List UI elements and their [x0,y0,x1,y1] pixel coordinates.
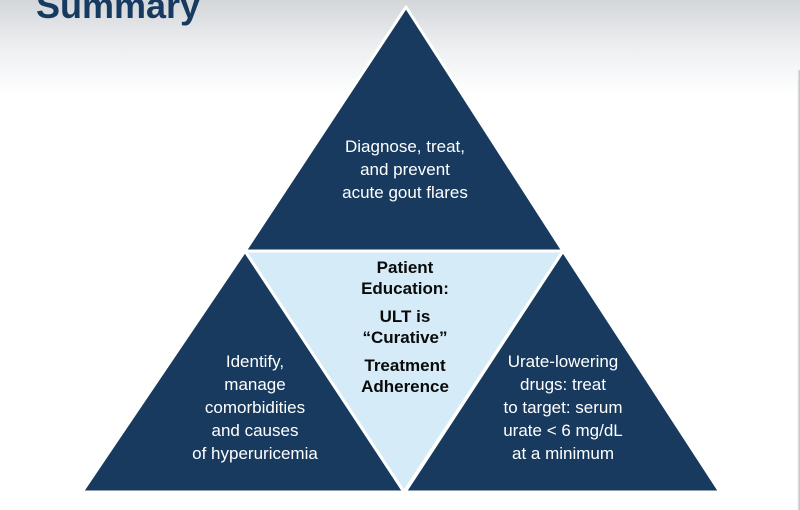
slide-edge [797,70,800,510]
center-line: “Curative” [362,328,448,347]
right-line: at a minimum [511,444,615,463]
center-line: Treatment [364,356,446,375]
left-triangle-text: Identify, manage comorbidities and cause… [140,350,370,465]
right-triangle-text: Urate-lowering drugs: treat to target: s… [448,350,678,465]
center-line: Education: [361,279,449,298]
center-line: Adherence [361,377,449,396]
patient-education: Patient Education: [300,257,510,299]
left-line: manage [224,375,286,394]
left-line: and causes [211,421,299,440]
treatment-adherence: Treatment Adherence [300,355,510,397]
right-line: drugs: treat [520,375,606,394]
top-line: and prevent [360,160,450,179]
left-line: Identify, [225,352,285,371]
center-triangle-text: Patient Education: ULT is “Curative” Tre… [300,257,510,404]
right-line: Urate-lowering [507,352,619,371]
top-triangle-text: Diagnose, treat, and prevent acute gout … [305,135,505,204]
center-triangle [243,249,565,494]
slide-title: Summary [36,0,201,26]
right-line: urate < 6 mg/dL [503,421,623,440]
left-line: comorbidities [204,398,306,417]
left-line: of hyperuricemia [192,444,318,463]
top-line: acute gout flares [342,183,468,202]
ult-curative: ULT is “Curative” [300,306,510,348]
top-triangle [243,5,565,253]
center-line: Patient [376,258,434,277]
center-line: ULT is [379,307,431,326]
right-line: to target: serum [503,398,623,417]
top-line: Diagnose, treat, [344,137,465,156]
